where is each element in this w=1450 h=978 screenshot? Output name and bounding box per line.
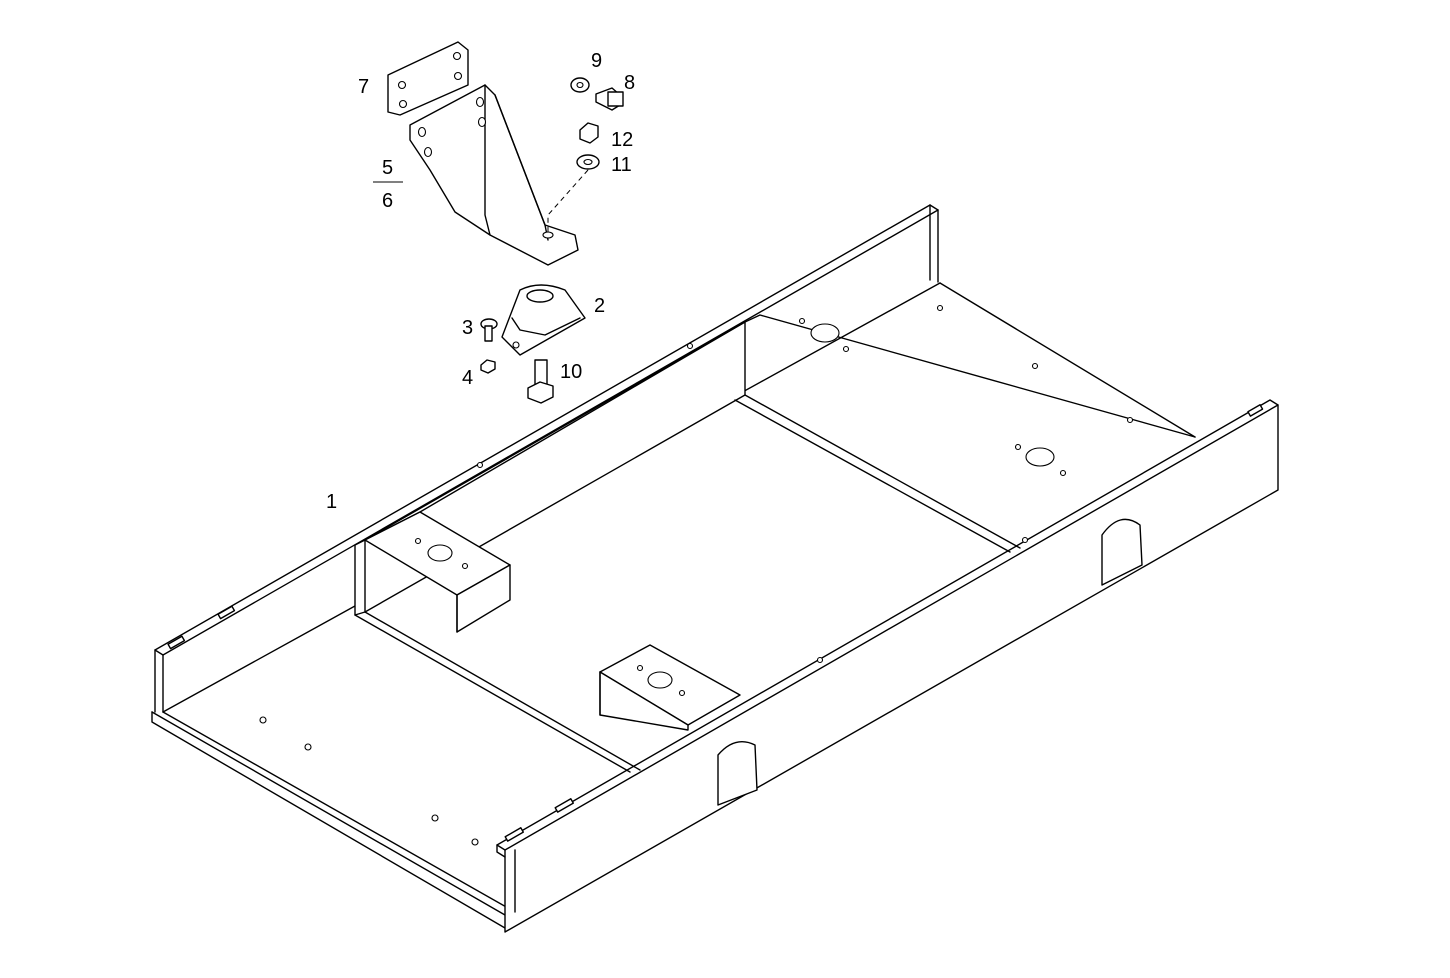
rail-opening-rear (1101, 518, 1143, 586)
callout-5: 5 (382, 157, 393, 179)
callouts: 1 2 3 4 5 6 7 8 9 10 11 12 (326, 50, 635, 513)
callout-10: 10 (560, 361, 582, 383)
callout-9: 9 (591, 50, 602, 72)
fixing-holes (259, 304, 1134, 846)
hardware-lower (480, 318, 554, 404)
callout-1: 1 (326, 491, 337, 513)
callout-3: 3 (462, 317, 473, 339)
callout-2: 2 (594, 295, 605, 317)
callout-8: 8 (624, 72, 635, 94)
front-cross-member (354, 314, 1196, 773)
engine-bracket (409, 84, 579, 266)
plate (387, 41, 469, 116)
rail-opening-front (717, 741, 758, 806)
callout-11: 11 (611, 154, 632, 176)
callout-6: 6 (382, 190, 393, 212)
rubber-mount (501, 284, 586, 356)
far-side-rail (154, 204, 939, 713)
callout-7: 7 (358, 76, 369, 98)
near-side-rail (167, 399, 1279, 933)
hardware-top (547, 77, 624, 235)
callout-4: 4 (462, 367, 473, 389)
base-frame (151, 204, 1279, 933)
callout-12: 12 (611, 129, 633, 151)
